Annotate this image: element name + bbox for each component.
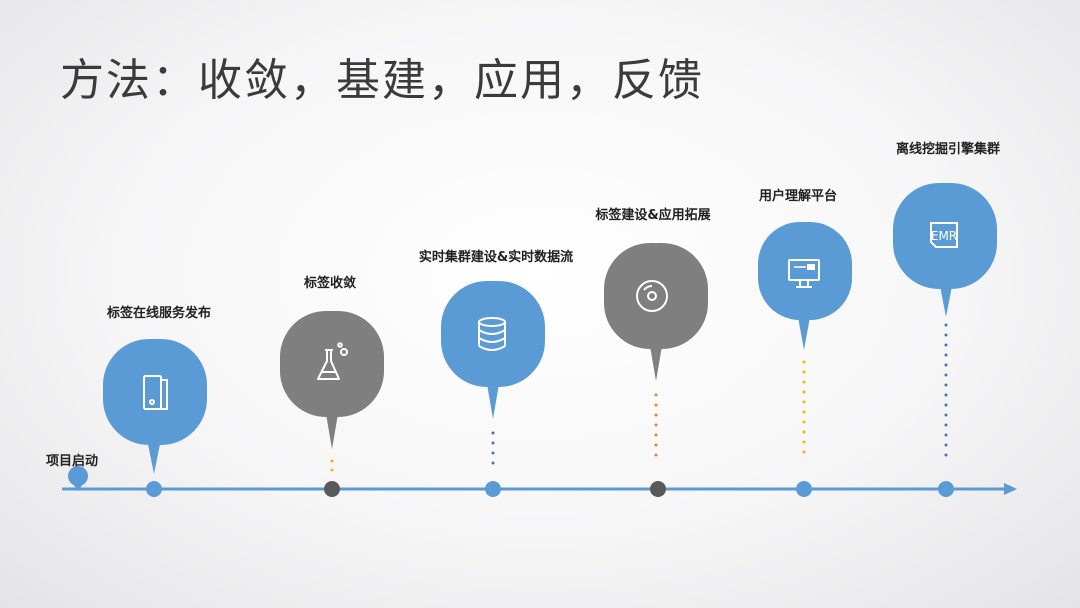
milestone-4-node [650,481,666,497]
milestone-label-1: 标签在线服务发布 [106,306,212,321]
connector-dots-5 [802,360,806,454]
milestone-2-node [324,481,340,497]
milestone-5-pin [758,222,852,350]
milestone-2-pin [280,311,384,449]
milestone-1-node [146,481,162,497]
milestone-3-node [485,481,501,497]
connector-dots-4 [654,393,658,457]
connector-dots-3 [491,431,495,465]
milestone-label-6: 离线挖掘引擎集群 [895,142,1001,157]
emr-icon-text: EMR [931,229,957,243]
slide-title: 方法：收敛，基建，应用，反馈 [60,55,704,106]
milestone-5-node [796,481,812,497]
connector-dots-2 [330,459,334,472]
database-icon [478,317,506,351]
milestone-6-pin: EMR [893,183,997,317]
milestone-6-node [938,481,954,497]
milestone-3-pin [441,281,545,419]
start-label: 项目启动 [46,454,99,469]
milestone-label-4: 标签建设&应用拓展 [595,208,711,223]
monitor-icon [788,259,820,288]
connector-dots-6 [944,323,948,457]
flask-icon [317,342,348,380]
milestone-label-5: 用户理解平台 [758,189,838,204]
milestone-label-2: 标签收敛 [303,276,357,291]
milestone-4-pin [604,243,708,381]
milestone-label-3: 实时集群建设&实时数据流 [418,250,574,265]
milestone-1-pin [103,339,207,474]
start-pin [68,466,88,491]
disc-icon [636,280,668,312]
timeline-arrowhead [1004,483,1017,495]
emr-icon [930,222,958,248]
server-icon [143,375,168,410]
